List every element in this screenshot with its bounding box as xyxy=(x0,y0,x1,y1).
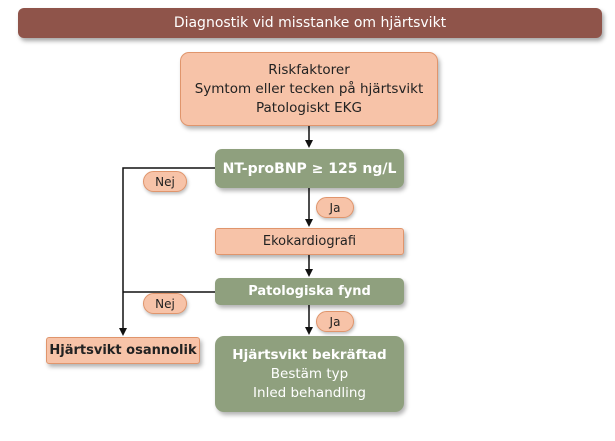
label-nej-ntprobnp: Nej xyxy=(143,171,187,192)
label-ja-ntprobnp: Ja xyxy=(316,197,354,218)
risk-line-symtom: Symtom eller tecken på hjärtsvikt xyxy=(194,80,424,97)
label-nej-patologiska: Nej xyxy=(143,293,187,314)
ekokardiografi-box: Ekokardiografi xyxy=(215,228,404,255)
risk-line-riskfaktorer: Riskfaktorer xyxy=(268,61,350,78)
arrow-ntprobnp-nej-to-osannolik xyxy=(119,167,215,336)
hjartsvikt-osannolik-box: Hjärtsvikt osannolik xyxy=(46,337,200,364)
bekraftad-line-behandling: Inled behandling xyxy=(253,384,366,401)
risk-factors-box: Riskfaktorer Symtom eller tecken på hjär… xyxy=(180,52,438,126)
patologiska-fynd-box: Patologiska fynd xyxy=(215,278,404,305)
risk-line-ekg: Patologiskt EKG xyxy=(256,99,362,116)
bekraftad-line-typ: Bestäm typ xyxy=(270,365,349,382)
label-ja-patologiska: Ja xyxy=(316,311,354,332)
page-title: Diagnostik vid misstanke om hjärtsvikt xyxy=(18,8,602,38)
ntprobnp-box: NT-proBNP ≥ 125 ng/L xyxy=(215,149,404,188)
hjartsvikt-bekraftad-box: Hjärtsvikt bekräftad Bestäm typ Inled be… xyxy=(215,336,404,412)
bekraftad-line-title: Hjärtsvikt bekräftad xyxy=(232,346,387,363)
